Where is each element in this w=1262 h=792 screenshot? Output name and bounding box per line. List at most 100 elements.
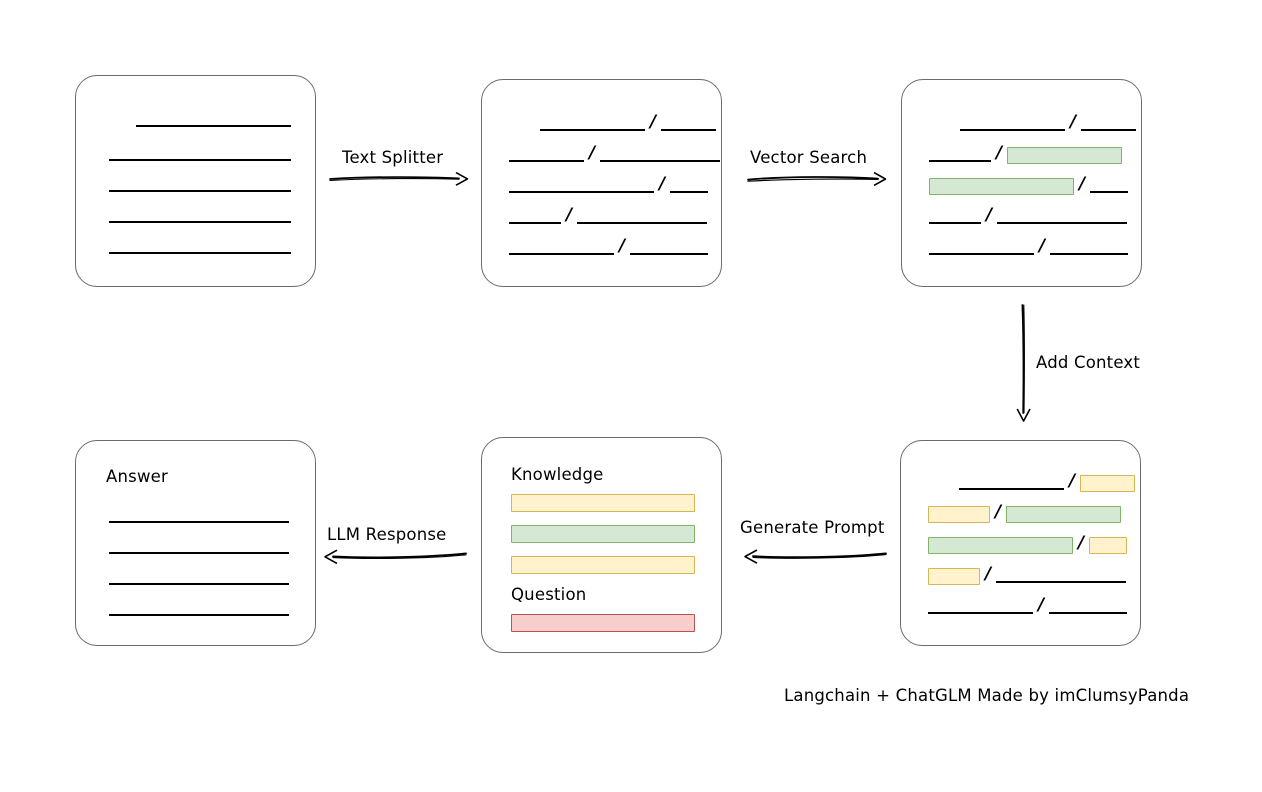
edge-llm-response: [320, 545, 467, 567]
doc-line: /: [928, 594, 1128, 616]
text-line-segment: [109, 252, 291, 254]
separator-glyph: /: [996, 142, 1003, 163]
doc-line: /: [509, 142, 721, 164]
node-context-added[interactable]: / / / / /: [900, 440, 1141, 646]
text-line-segment: [509, 222, 561, 224]
text-line-segment: [997, 222, 1128, 224]
text-line-segment: [630, 253, 709, 255]
context-chunk-highlight: [1080, 474, 1136, 492]
text-line-segment: [670, 191, 709, 193]
knowledge-bar: [511, 556, 695, 574]
doc-line: [109, 176, 291, 194]
doc-line: [109, 207, 291, 225]
doc-line: /: [929, 235, 1129, 257]
node-answer[interactable]: Answer: [75, 440, 316, 646]
separator-glyph: /: [1078, 532, 1085, 553]
question-bar: [511, 614, 695, 632]
text-line-segment: [928, 612, 1033, 614]
text-line-segment: [509, 160, 584, 162]
doc-line: /: [960, 111, 1137, 133]
text-line-segment: [929, 222, 981, 224]
doc-line: [136, 111, 291, 129]
text-line-segment: [600, 160, 721, 162]
text-line-segment: [929, 160, 991, 162]
text-line-segment: [109, 159, 291, 161]
matched-chunk-highlight: [928, 536, 1073, 554]
text-line-segment: [109, 552, 289, 554]
edge-label-generate-prompt: Generate Prompt: [740, 518, 885, 537]
footer-credit: Langchain + ChatGLM Made by imClumsyPand…: [784, 686, 1190, 705]
text-line-segment: [1049, 612, 1128, 614]
text-line-segment: [136, 125, 291, 127]
separator-glyph: /: [619, 235, 626, 256]
doc-line: /: [929, 204, 1128, 226]
matched-chunk-highlight: [1007, 146, 1123, 164]
doc-line: [109, 538, 289, 556]
edge-generate-prompt: [740, 545, 887, 567]
separator-glyph: /: [566, 204, 573, 225]
edge-label-add-context: Add Context: [1036, 353, 1141, 372]
separator-glyph: /: [1038, 594, 1045, 615]
text-line-segment: [1090, 191, 1129, 193]
doc-line: /: [929, 142, 1123, 164]
knowledge-bar: [511, 494, 695, 512]
doc-line: [109, 600, 289, 618]
edge-label-text-splitter: Text Splitter: [342, 148, 444, 167]
text-line-segment: [959, 488, 1064, 490]
context-chunk-highlight: [1089, 536, 1128, 554]
context-chunk-highlight: [928, 505, 990, 523]
doc-line: [109, 507, 289, 525]
text-line-segment: [996, 581, 1127, 583]
edge-add-context: [1012, 304, 1036, 423]
matched-chunk-highlight: [1006, 505, 1122, 523]
answer-label: Answer: [106, 467, 168, 486]
separator-glyph: /: [1039, 235, 1046, 256]
separator-glyph: /: [985, 563, 992, 584]
doc-line: /: [928, 532, 1128, 554]
doc-line: /: [540, 111, 717, 133]
text-line-segment: [109, 583, 289, 585]
text-line-segment: [577, 222, 708, 224]
text-line-segment: [929, 253, 1034, 255]
text-line-segment: [1081, 129, 1137, 131]
separator-glyph: /: [1069, 470, 1076, 491]
edge-text-splitter: [329, 168, 470, 190]
edge-label-llm-response: LLM Response: [327, 525, 447, 544]
text-line-segment: [1050, 253, 1129, 255]
doc-line: /: [928, 501, 1122, 523]
separator-glyph: /: [986, 204, 993, 225]
edge-vector-search: [747, 168, 888, 190]
node-source-document[interactable]: [75, 75, 316, 287]
separator-glyph: /: [589, 142, 596, 163]
question-label: Question: [511, 585, 587, 604]
context-chunk-highlight: [928, 567, 980, 585]
edge-label-vector-search: Vector Search: [750, 148, 868, 167]
matched-chunk-highlight: [929, 177, 1074, 195]
text-line-segment: [661, 129, 717, 131]
doc-line: /: [928, 563, 1127, 585]
doc-line: [109, 569, 289, 587]
node-prompt[interactable]: Knowledge Question: [481, 437, 722, 653]
node-vector-matches[interactable]: / / / / /: [901, 79, 1142, 287]
doc-line: /: [509, 173, 709, 195]
text-line-segment: [540, 129, 645, 131]
node-split-chunks[interactable]: / / / / /: [481, 79, 722, 287]
text-line-segment: [509, 253, 614, 255]
doc-line: /: [929, 173, 1129, 195]
separator-glyph: /: [659, 173, 666, 194]
text-line-segment: [509, 191, 654, 193]
separator-glyph: /: [1070, 111, 1077, 132]
text-line-segment: [109, 521, 289, 523]
separator-glyph: /: [995, 501, 1002, 522]
knowledge-bar: [511, 525, 695, 543]
doc-line: /: [959, 470, 1136, 492]
text-line-segment: [109, 221, 291, 223]
text-line-segment: [960, 129, 1065, 131]
doc-line: [109, 145, 291, 163]
doc-line: /: [509, 204, 708, 226]
separator-glyph: /: [650, 111, 657, 132]
text-line-segment: [109, 614, 289, 616]
separator-glyph: /: [1079, 173, 1086, 194]
doc-line: [109, 238, 291, 256]
